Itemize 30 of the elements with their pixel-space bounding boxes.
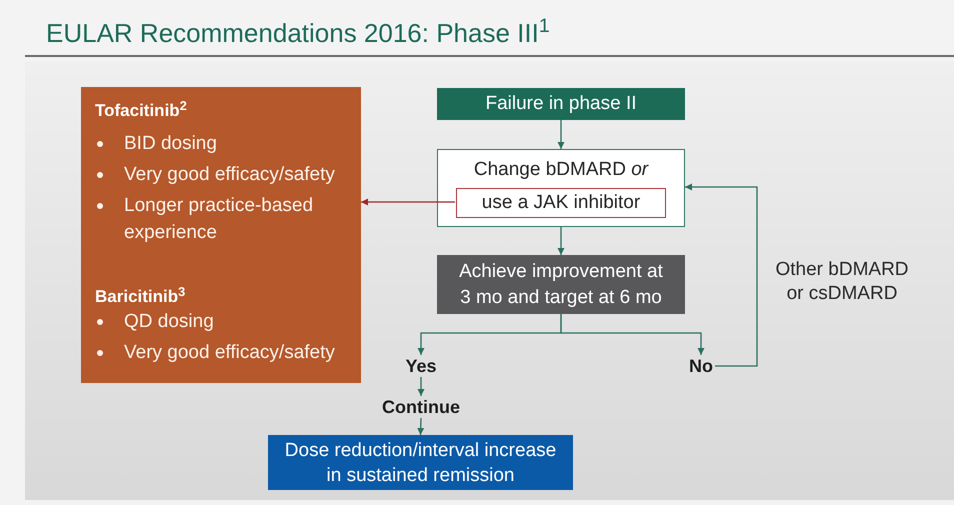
info-panel	[81, 87, 361, 383]
bullet-text: Very good efficacy/safety	[124, 163, 336, 187]
branch-label: Yes	[403, 355, 439, 377]
bullet-text: Longer practice-based experience	[124, 194, 314, 245]
panel-heading: Tofacitinib$^{2}$	[95, 98, 187, 122]
arrow	[560, 314, 704, 355]
step-label: Continue	[380, 396, 462, 418]
process-box	[437, 149, 685, 227]
box-text: use a JAK inhibitor	[482, 191, 640, 215]
arrow	[418, 377, 424, 396]
box-text: Achieve improvement at 3 mo and target at 6 mo	[458, 260, 664, 310]
branch-label: No	[687, 355, 715, 377]
arrow	[361, 198, 455, 206]
arrow	[558, 227, 564, 255]
process-box	[437, 88, 685, 120]
bullet-text: BID dosing	[124, 132, 218, 156]
arrow	[417, 418, 424, 436]
page-title: EULAR Recommendations 2016: Phase III$^{1}$	[46, 17, 550, 49]
outcome-box	[268, 435, 573, 490]
arrow	[558, 120, 564, 149]
box-text: Failure in phase II	[485, 92, 637, 116]
panel-heading: Baricitinib$^{3}$	[95, 284, 186, 308]
edge-label: Other bDMARD or csDMARD	[774, 258, 910, 306]
option-box	[456, 188, 666, 218]
bullet-text: Very good efficacy/safety	[124, 341, 336, 365]
decision-box	[437, 255, 685, 314]
box-text: Dose reduction/interval increase in sustained remission	[284, 438, 557, 488]
arrow	[685, 184, 758, 367]
bullet-text: QD dosing	[124, 310, 215, 334]
box-text: Change bDMARD or	[474, 158, 648, 182]
